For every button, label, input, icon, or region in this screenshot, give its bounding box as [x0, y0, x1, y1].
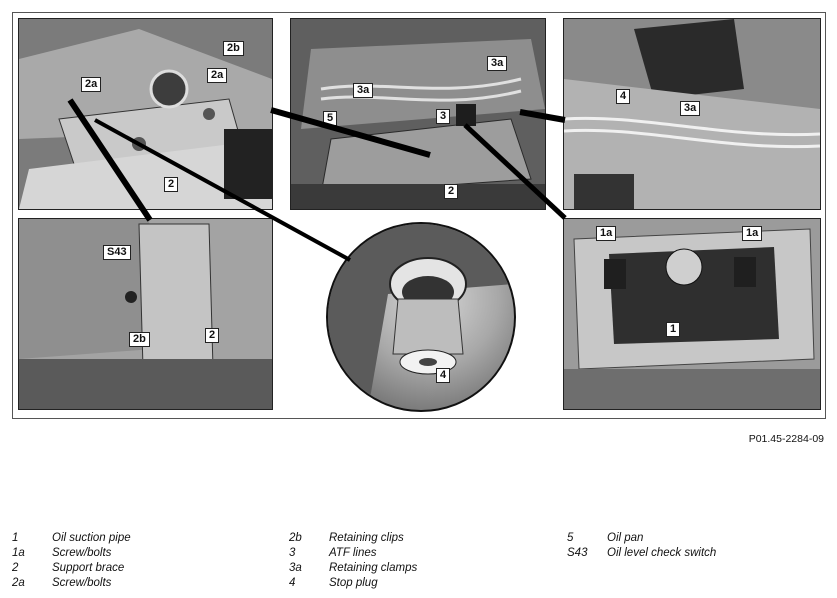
- photo-panel-oil-suction-pipe: 1a 1a 1: [563, 218, 821, 410]
- legend-item-text: Retaining clips: [329, 532, 404, 544]
- photo-panel-oil-level-switch: S43 2b 2: [18, 218, 273, 410]
- legend-item: 5 Oil pan: [567, 531, 716, 546]
- legend-item-text: Screw/bolts: [52, 577, 112, 589]
- legend-item-text: Support brace: [52, 562, 125, 574]
- stop-plug-detail-drawing: [328, 224, 514, 410]
- legend-item-text: Stop plug: [329, 577, 378, 589]
- photo-panel-oil-suction-pipe-drawing: [564, 219, 820, 409]
- legend-item: 1 Oil suction pipe: [12, 531, 131, 546]
- callout-3a: 3a: [680, 101, 701, 116]
- callout-4: 4: [436, 368, 451, 383]
- callout-5: 5: [323, 111, 338, 126]
- legend-item: 3a Retaining clamps: [289, 561, 417, 576]
- legend-item: 2 Support brace: [12, 561, 131, 576]
- callout-2: 2: [164, 177, 179, 192]
- figure-reference-code: P01.45-2284-09: [748, 433, 824, 445]
- callout-2a-right: 2a: [207, 68, 228, 83]
- callout-s43: S43: [103, 245, 131, 260]
- legend-item-text: Oil level check switch: [607, 547, 717, 559]
- photo-panel-oil-level-switch-drawing: [19, 219, 272, 409]
- callout-3a-left: 3a: [353, 83, 374, 98]
- legend-column-2: 2b Retaining clips 3 ATF lines 3a Retaining…: [289, 531, 417, 591]
- legend-item-number: 3a: [289, 562, 302, 574]
- legend-item-number: 2a: [12, 577, 25, 589]
- photo-panel-support-brace: 2b 2a 2a 2: [18, 18, 273, 210]
- legend-item-number: 2: [12, 562, 19, 574]
- callout-3a-right: 3a: [487, 56, 508, 71]
- callout-2: 2: [444, 184, 459, 199]
- legend-item: 2a Screw/bolts: [12, 576, 131, 591]
- legend-item-text: Screw/bolts: [52, 547, 112, 559]
- legend-column-3: 5 Oil pan S43 Oil level check switch: [567, 531, 716, 561]
- callout-1a-left: 1a: [596, 226, 617, 241]
- legend-item-number: 3: [289, 547, 296, 559]
- legend-item-number: 5: [567, 532, 574, 544]
- legend-item: 2b Retaining clips: [289, 531, 417, 546]
- callout-4: 4: [616, 89, 631, 104]
- photo-panel-atf-lines: 3a 3a 5 3 2: [290, 18, 546, 210]
- legend-item-text: Oil pan: [607, 532, 644, 544]
- legend-item-number: 1a: [12, 547, 25, 559]
- callout-2: 2: [205, 328, 220, 343]
- callout-2a-left: 2a: [81, 77, 102, 92]
- callout-3: 3: [436, 109, 451, 124]
- legend-item-text: Retaining clamps: [329, 562, 418, 574]
- legend-item: 1a Screw/bolts: [12, 546, 131, 561]
- callout-1: 1: [666, 322, 681, 337]
- callout-1a-right: 1a: [742, 226, 763, 241]
- legend-item: 4 Stop plug: [289, 576, 417, 591]
- legend-item: 3 ATF lines: [289, 546, 417, 561]
- stop-plug-detail-inset: 4: [326, 222, 516, 412]
- legend-item-number: 1: [12, 532, 19, 544]
- legend-item: S43 Oil level check switch: [567, 546, 716, 561]
- callout-2b: 2b: [223, 41, 244, 56]
- legend-item-number: 2b: [289, 532, 302, 544]
- legend-item-text: ATF lines: [329, 547, 377, 559]
- legend-item-text: Oil suction pipe: [52, 532, 131, 544]
- callout-2b: 2b: [129, 332, 150, 347]
- photo-panel-retaining-clamps: 4 3a: [563, 18, 821, 210]
- legend-item-number: 4: [289, 577, 296, 589]
- legend-item-number: S43: [567, 547, 588, 559]
